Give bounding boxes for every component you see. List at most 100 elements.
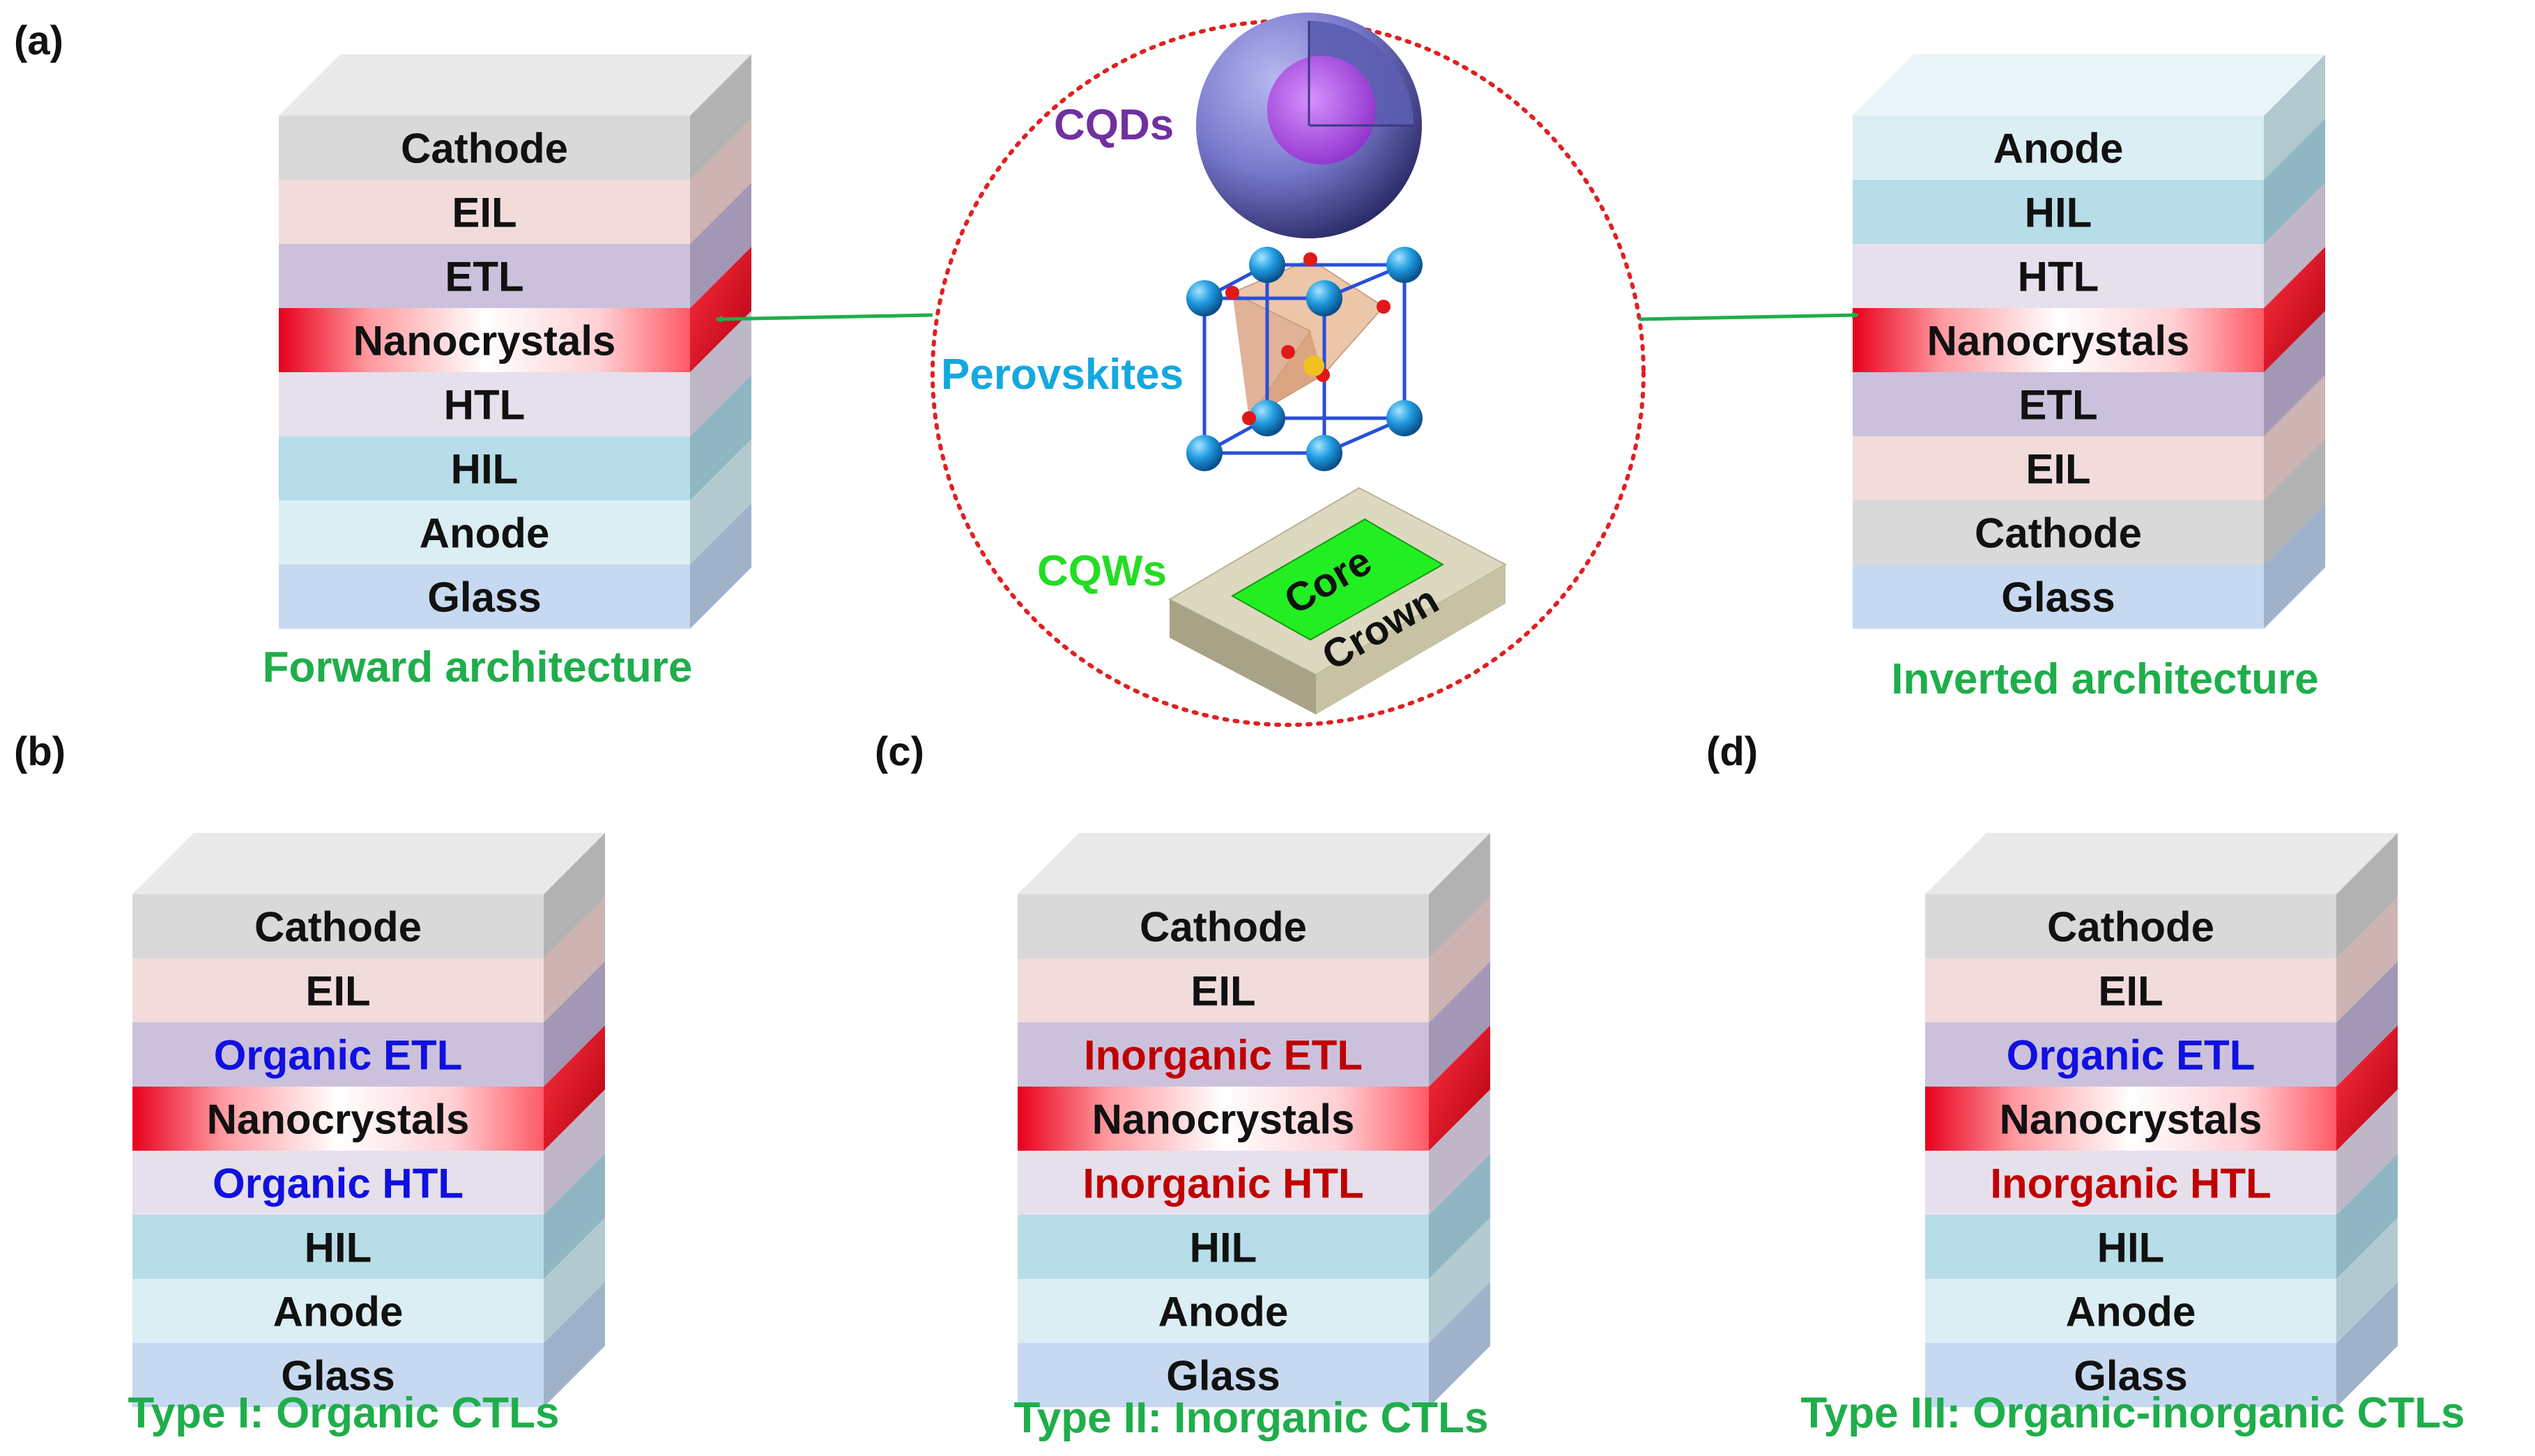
- layer-side-face: [544, 961, 605, 1087]
- layer-front-face: [279, 244, 690, 308]
- layer-side-face: [1429, 1025, 1490, 1151]
- layer-front-face: [1925, 1022, 2336, 1087]
- layer-cathode: Cathode: [1925, 833, 2398, 958]
- layer-side-face: [690, 118, 751, 244]
- layer-side-face: [2264, 503, 2325, 629]
- inverted-architecture-stack: GlassCathodeEILETLNanocrystalsHTLHILAnod…: [1853, 54, 2325, 629]
- layer-label: EIL: [2098, 968, 2163, 1015]
- layer-cathode: Cathode: [132, 833, 605, 958]
- layer-front-face: [1853, 436, 2264, 500]
- layer-inorganic-htl: Inorganic HTL: [1018, 1089, 1490, 1215]
- panel-d-label: (d): [1706, 729, 1758, 774]
- layer-front-face: [1925, 1343, 2336, 1407]
- layer-glass: Glass: [1018, 1282, 1490, 1407]
- layer-front-face: [132, 1022, 544, 1087]
- layer-side-face: [1429, 897, 1490, 1022]
- layer-label: Nanocrystals: [207, 1096, 470, 1143]
- layer-label: Cathode: [1140, 904, 1307, 951]
- layer-side-face: [2336, 1154, 2398, 1279]
- inverted-architecture-caption: Inverted architecture: [1891, 655, 2318, 703]
- forward-architecture-caption: Forward architecture: [263, 643, 693, 691]
- layer-label: Glass: [427, 574, 541, 621]
- layer-anode: Anode: [1925, 1218, 2398, 1343]
- layer-eil: EIL: [132, 897, 605, 1022]
- layer-side-face: [2336, 961, 2398, 1087]
- layer-label: HIL: [1190, 1225, 1257, 1271]
- layer-side-face: [2336, 1218, 2398, 1343]
- layer-glass: Glass: [1853, 503, 2325, 629]
- layer-side-face: [544, 1218, 605, 1343]
- cqw-platelet-icon: Core Crown: [1167, 486, 1508, 714]
- layer-label: Inorganic HTL: [1082, 1160, 1363, 1207]
- layer-side-face: [2336, 1089, 2398, 1215]
- layer-front-face: [1925, 1279, 2336, 1343]
- layer-top-face: [279, 54, 751, 116]
- layer-front-face: [1853, 500, 2264, 565]
- layer-side-face: [544, 1089, 605, 1215]
- layer-top-face: [132, 833, 605, 894]
- layer-label: EIL: [2025, 446, 2090, 493]
- layer-side-face: [690, 54, 751, 180]
- layer-front-face: [1018, 958, 1429, 1022]
- layer-etl: ETL: [279, 183, 751, 308]
- layer-side-face: [690, 311, 751, 436]
- layer-side-face: [2264, 183, 2325, 308]
- layer-front-face: [1853, 244, 2264, 308]
- layer-label: HIL: [451, 446, 519, 493]
- layer-side-face: [2264, 247, 2325, 372]
- layer-front-face: [1925, 1215, 2336, 1279]
- layer-side-face: [690, 247, 751, 372]
- layer-label: Organic ETL: [2007, 1032, 2256, 1079]
- perovskite-crystal-icon: [1186, 247, 1423, 471]
- layer-label: Inorganic ETL: [1084, 1032, 1363, 1079]
- layer-front-face: [1853, 180, 2264, 244]
- layer-front-face: [1853, 116, 2264, 180]
- layer-anode: Anode: [1853, 54, 2325, 180]
- layer-front-face: [279, 180, 690, 244]
- layer-label: ETL: [2019, 382, 2097, 429]
- layer-htl: HTL: [1853, 183, 2325, 308]
- layer-side-face: [690, 375, 751, 500]
- panel-c-label: (c): [875, 729, 924, 774]
- layer-nanocrystals: Nanocrystals: [1853, 247, 2325, 372]
- layer-side-face: [544, 833, 605, 958]
- layer-side-face: [690, 439, 751, 565]
- layer-label: Organic HTL: [213, 1160, 464, 1207]
- layer-side-face: [2264, 54, 2325, 180]
- layer-side-face: [2264, 375, 2325, 500]
- layer-label: Anode: [2066, 1289, 2196, 1335]
- layer-front-face: [132, 1087, 544, 1151]
- layer-front-face: [1018, 1087, 1429, 1151]
- layer-anode: Anode: [132, 1218, 605, 1343]
- layer-side-face: [1429, 1154, 1490, 1279]
- arrow-to-inverted-nanocrystals: [1639, 312, 1859, 321]
- layer-eil: EIL: [279, 118, 751, 244]
- layer-front-face: [1018, 1343, 1429, 1407]
- layer-front-face: [279, 436, 690, 500]
- layer-label: HIL: [305, 1225, 372, 1271]
- perovskites-label: Perovskites: [941, 351, 1184, 399]
- layer-organic-htl: Organic HTL: [132, 1089, 605, 1215]
- layer-hil: HIL: [279, 375, 751, 500]
- layer-front-face: [132, 1151, 544, 1215]
- layer-label: Nanocrystals: [2000, 1096, 2262, 1143]
- layer-front-face: [1018, 1151, 1429, 1215]
- panel-a-label: (a): [14, 18, 63, 63]
- layer-glass: Glass: [132, 1282, 605, 1407]
- layer-front-face: [279, 500, 690, 565]
- type-i-caption: Type I: Organic CTLs: [128, 1389, 560, 1437]
- layer-label: Anode: [1993, 125, 2124, 172]
- layer-label: Nanocrystals: [353, 318, 616, 365]
- layer-label: EIL: [305, 968, 370, 1015]
- layer-front-face: [132, 1279, 544, 1343]
- layer-side-face: [1429, 1089, 1490, 1215]
- layer-front-face: [132, 958, 544, 1022]
- layer-label: Glass: [2074, 1353, 2187, 1400]
- layer-hil: HIL: [1925, 1154, 2398, 1279]
- layer-front-face: [279, 565, 690, 629]
- layer-label: HIL: [2097, 1225, 2165, 1271]
- layer-front-face: [1018, 1215, 1429, 1279]
- layer-anode: Anode: [279, 439, 751, 565]
